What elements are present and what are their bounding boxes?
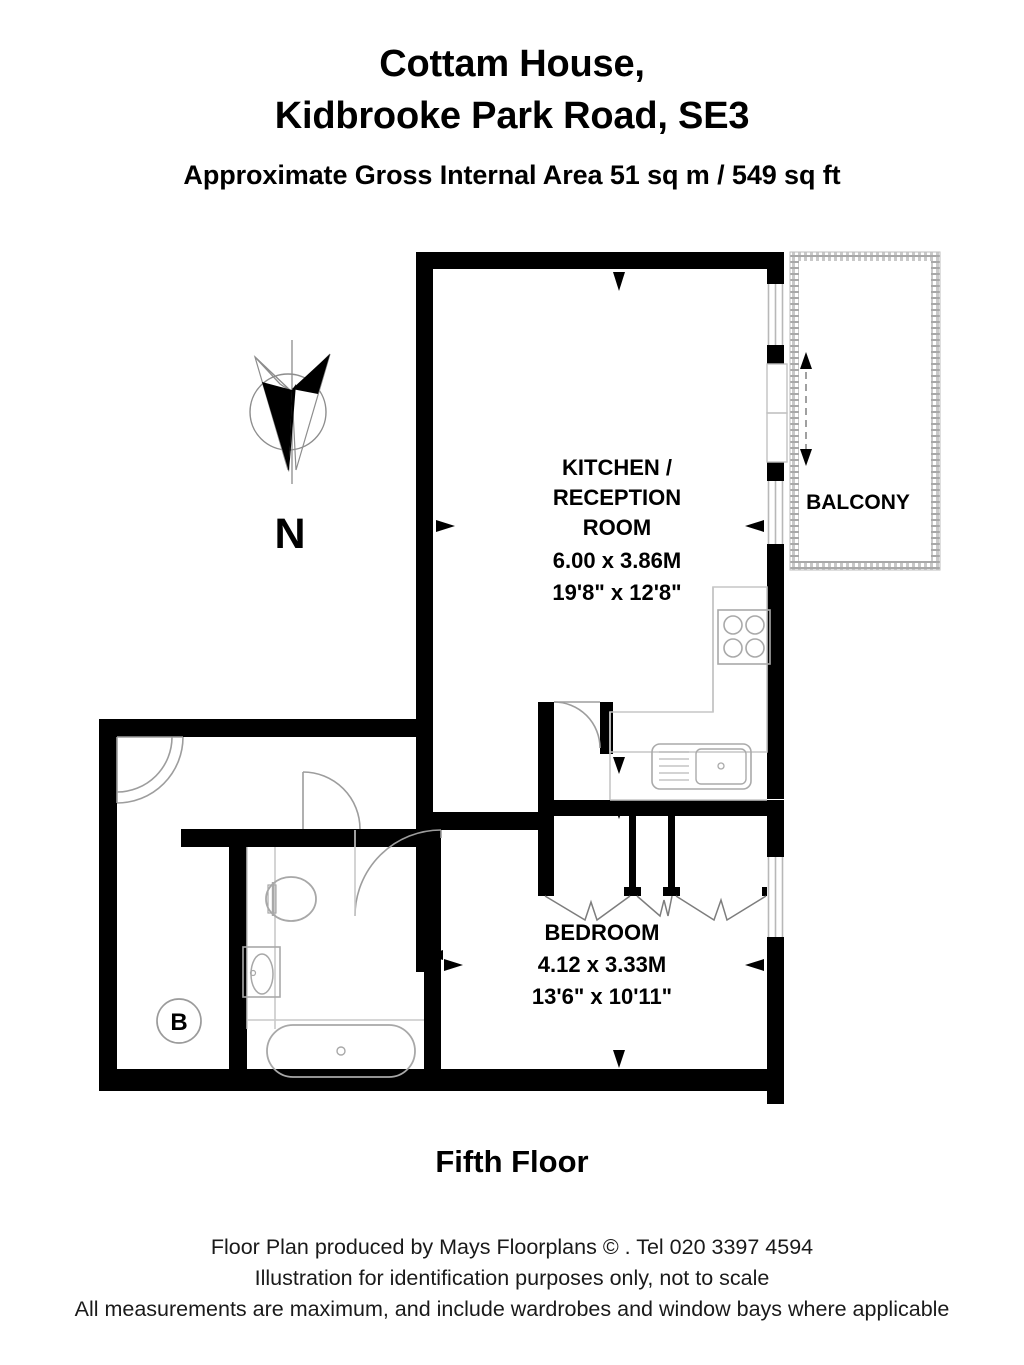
window-glazing — [767, 284, 784, 937]
plan-header: Cottam House, Kidbrooke Park Road, SE3 A… — [0, 0, 1024, 191]
kitchen-label-line-2: RECEPTION — [553, 485, 681, 510]
wall-wardrobe-div-2 — [668, 816, 675, 895]
wall-wardrobe-top — [538, 800, 784, 816]
gross-internal-area-label: Approximate Gross Internal Area 51 sq m … — [183, 160, 841, 190]
bedroom-dimension-imperial: 13'6" x 10'11" — [532, 984, 672, 1009]
room-label-bedroom: BEDROOM 4.12 x 3.33M 13'6" x 10'11" — [532, 920, 672, 1009]
dim-arrow-kitchen-left — [436, 520, 455, 532]
kitchen-label-line-1: KITCHEN / — [562, 455, 672, 480]
wardrobe-doors — [544, 895, 767, 922]
washbasin-icon — [242, 946, 281, 998]
wall-storage-right — [229, 829, 247, 1069]
balcony-area: BALCONY — [789, 251, 941, 571]
sink-icon — [651, 743, 752, 790]
dim-arrow-hall-a — [613, 757, 625, 774]
wall-closet-divider-a — [600, 702, 613, 754]
wall-outer-left-lower — [99, 829, 117, 1069]
wall-east-seg-3 — [767, 462, 784, 481]
wall-wardrobe-div-1 — [629, 816, 636, 895]
wall-wardrobe-div-2-foot — [663, 887, 680, 896]
floor-plan-drawing: BALCONY — [0, 232, 1024, 1132]
bedroom-dimension-metric: 4.12 x 3.33M — [538, 952, 666, 977]
toilet-icon — [265, 876, 317, 922]
wall-structure — [99, 252, 784, 1104]
wall-bath-top — [303, 829, 441, 847]
footer-line-3: All measurements are maximum, and includ… — [74, 1297, 950, 1321]
room-label-kitchen-reception: KITCHEN / RECEPTION ROOM 6.00 x 3.86M 19… — [552, 455, 681, 605]
page-title-line-2: Kidbrooke Park Road, SE3 — [274, 95, 750, 137]
kitchen-units — [609, 586, 771, 801]
sliding-door-arrow-icon — [800, 352, 812, 466]
dim-arrow-kitchen-right — [745, 520, 764, 532]
boiler-marker-circle — [156, 998, 202, 1044]
kitchen-dimension-metric: 6.00 x 3.86M — [553, 548, 681, 573]
dim-arrow-kitchen-top — [613, 272, 625, 291]
wall-east-seg-1 — [767, 252, 784, 284]
dim-arrow-bedroom-right — [745, 959, 764, 971]
balcony-outline — [789, 251, 941, 571]
dim-arrow-bedroom-left — [444, 959, 463, 971]
bedroom-label-line-1: BEDROOM — [545, 920, 660, 945]
bathroom-fixtures — [242, 847, 424, 1078]
room-label-balcony: BALCONY — [806, 491, 910, 514]
wall-bedroom-left — [424, 812, 441, 1069]
bathtub-icon — [247, 1019, 424, 1078]
hob-icon — [717, 609, 771, 665]
compass-rose-icon: N — [249, 340, 331, 558]
page-title-line-1: Cottam House, — [379, 43, 645, 85]
balcony-sliding-door — [766, 352, 812, 466]
compass-label-north: N — [274, 510, 305, 558]
dim-arrow-bedroom-bottom — [613, 1050, 625, 1068]
balcony-border-hatch — [790, 252, 940, 570]
wall-bedroom-top-left — [424, 812, 538, 830]
wall-kitchen-top — [416, 252, 784, 269]
wall-wardrobe-div-1-foot — [624, 887, 641, 896]
wall-hall-right — [538, 816, 554, 896]
plan-footer: Floor Plan produced by Mays Floorplans ©… — [0, 1232, 1024, 1325]
dim-arrow-hall-b — [613, 802, 625, 819]
boiler-marker: B — [156, 998, 202, 1044]
wall-kitchen-left — [416, 252, 433, 972]
kitchen-label-line-3: ROOM — [583, 515, 651, 540]
wall-hall-top — [99, 719, 433, 737]
wall-outer-bottom — [99, 1069, 784, 1091]
footer-line-2: Illustration for identification purposes… — [254, 1266, 770, 1290]
kitchen-worktop-outline — [609, 586, 768, 753]
floor-caption: Fifth Floor — [435, 1144, 589, 1179]
door-swings — [116, 701, 601, 917]
footer-line-1: Floor Plan produced by Mays Floorplans ©… — [210, 1235, 814, 1259]
dimension-markers — [428, 272, 764, 1068]
wall-outer-left-upper — [99, 719, 117, 829]
dim-arrow-bath — [428, 950, 443, 960]
kitchen-dimension-imperial: 19'8" x 12'8" — [552, 580, 681, 605]
wall-east-kitchen-lower — [767, 544, 784, 799]
wall-hall-vert-left-b — [538, 702, 554, 814]
wall-east-seg-2 — [767, 345, 784, 364]
boiler-marker-label: B — [170, 1009, 187, 1036]
